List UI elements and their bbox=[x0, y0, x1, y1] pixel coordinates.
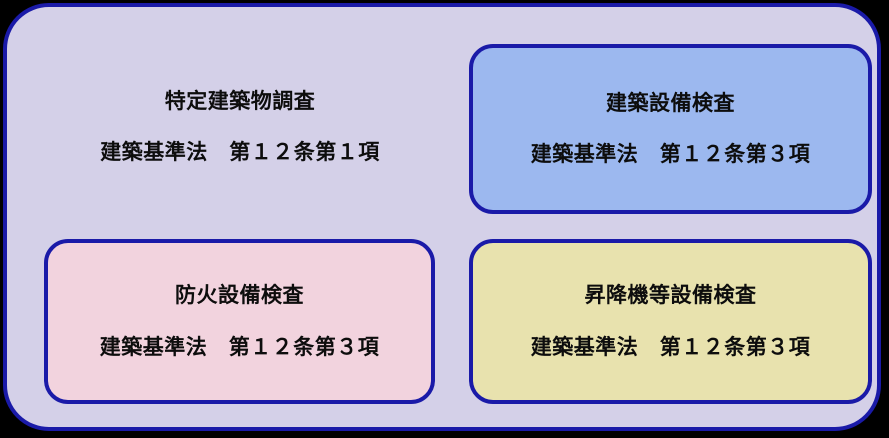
cell-statute: 建築基準法 第１２条第３項 bbox=[530, 334, 811, 359]
cell-title: 防火設備検査 bbox=[175, 283, 304, 308]
cell-title: 昇降機等設備検査 bbox=[584, 283, 757, 308]
outer-panel: 特定建築物調査 建築基準法 第１２条第１項 建築設備検査 建築基準法 第１２条第… bbox=[3, 3, 881, 431]
cell-boka-setsubi-kensa[interactable]: 防火設備検査 建築基準法 第１２条第３項 bbox=[44, 239, 435, 404]
cell-kenchiku-setsubi-kensa[interactable]: 建築設備検査 建築基準法 第１２条第３項 bbox=[469, 44, 872, 214]
cell-statute: 建築基準法 第１２条第３項 bbox=[99, 334, 380, 359]
cell-statute: 建築基準法 第１２条第１項 bbox=[100, 140, 380, 164]
cell-title: 特定建築物調査 bbox=[164, 88, 316, 113]
cell-shoukouki-to-setsubi-kensa[interactable]: 昇降機等設備検査 建築基準法 第１２条第３項 bbox=[469, 239, 872, 404]
cell-title: 建築設備検査 bbox=[606, 90, 735, 115]
cell-tokutei-kenchikubutsu-chosa[interactable]: 特定建築物調査 建築基準法 第１２条第１項 bbox=[40, 41, 440, 213]
cell-statute: 建築基準法 第１２条第３項 bbox=[530, 142, 811, 166]
